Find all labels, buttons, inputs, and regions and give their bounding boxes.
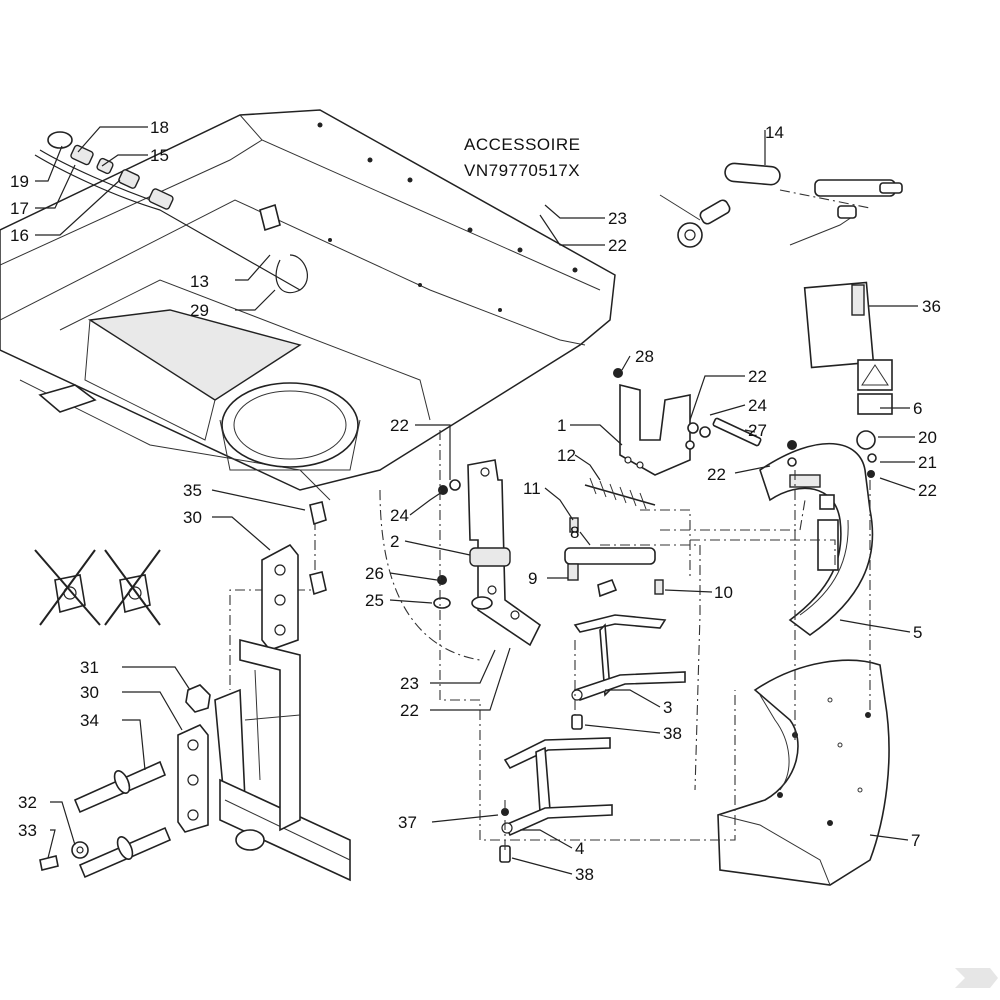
- hinge-plate-30-upper: [261, 501, 327, 651]
- label-26: 26: [365, 564, 384, 583]
- label-28: 28: [635, 347, 654, 366]
- label-2: 2: [390, 532, 399, 551]
- label-37: 37: [398, 813, 417, 832]
- label-29: 29: [190, 301, 209, 320]
- label-38-upper: 38: [663, 724, 682, 743]
- label-13: 13: [190, 272, 209, 291]
- label-11: 11: [523, 479, 541, 498]
- pin-27: [685, 417, 762, 450]
- label-22-knob: 22: [918, 481, 937, 500]
- label-3: 3: [663, 698, 672, 717]
- label-10: 10: [714, 583, 733, 602]
- label-12: 12: [557, 446, 576, 465]
- label-32: 32: [18, 793, 37, 812]
- label-31: 31: [80, 658, 99, 677]
- crossed-out-parts: [34, 549, 161, 626]
- machine-frame: [0, 109, 616, 501]
- label-1: 1: [557, 416, 566, 435]
- label-22-pin: 22: [707, 465, 726, 484]
- label-30-upper: 30: [183, 508, 202, 527]
- label-19: 19: [10, 172, 29, 191]
- label-36: 36: [922, 297, 941, 316]
- label-22-bracket: 22: [748, 367, 767, 386]
- label-24-left: 24: [390, 506, 409, 525]
- label-18: 18: [150, 118, 169, 137]
- label-6: 6: [913, 399, 922, 418]
- label-38-lower: 38: [575, 865, 594, 884]
- label-24-right: 24: [748, 396, 767, 415]
- hitch-assembly: [39, 638, 351, 882]
- label-35: 35: [183, 481, 202, 500]
- watermark-logo: [955, 968, 998, 988]
- bracket-1: [613, 368, 691, 476]
- leader-lines: [35, 126, 918, 875]
- decal-parts: [803, 281, 893, 415]
- label-5: 5: [913, 623, 922, 642]
- label-30-lower: 30: [80, 683, 99, 702]
- label-25: 25: [365, 591, 384, 610]
- part-number-labels: 18 15 19 17 16 13 29 23 22 14 36 28 22 2…: [10, 118, 941, 884]
- label-33: 33: [18, 821, 37, 840]
- cable-assembly: [34, 131, 308, 294]
- label-21: 21: [918, 453, 937, 472]
- label-14: 14: [765, 123, 784, 142]
- arm-3: [571, 614, 686, 730]
- label-22-left: 22: [390, 416, 409, 435]
- label-16: 16: [10, 226, 29, 245]
- bracket-2: [433, 459, 618, 647]
- label-17: 17: [10, 199, 29, 218]
- arm-4: [499, 737, 613, 863]
- label-23-lower: 23: [400, 674, 419, 693]
- label-20: 20: [918, 428, 937, 447]
- accessory-reference: VN79770517X: [464, 161, 580, 180]
- label-15: 15: [150, 146, 169, 165]
- label-7: 7: [911, 831, 920, 850]
- label-22-top: 22: [608, 236, 627, 255]
- label-9: 9: [528, 569, 537, 588]
- accessory-title: ACCESSOIRE: [464, 135, 580, 154]
- spring-and-shaft: [564, 477, 691, 595]
- deflector-5: [759, 430, 877, 636]
- label-4: 4: [575, 839, 584, 858]
- label-34: 34: [80, 711, 99, 730]
- locking-pin-kit: [659, 162, 903, 248]
- assembly-lines: [229, 430, 871, 850]
- deflector-7: [717, 659, 890, 886]
- label-23-top: 23: [608, 209, 627, 228]
- label-22-lower: 22: [400, 701, 419, 720]
- label-27: 27: [748, 421, 767, 440]
- label-8: 8: [570, 523, 579, 542]
